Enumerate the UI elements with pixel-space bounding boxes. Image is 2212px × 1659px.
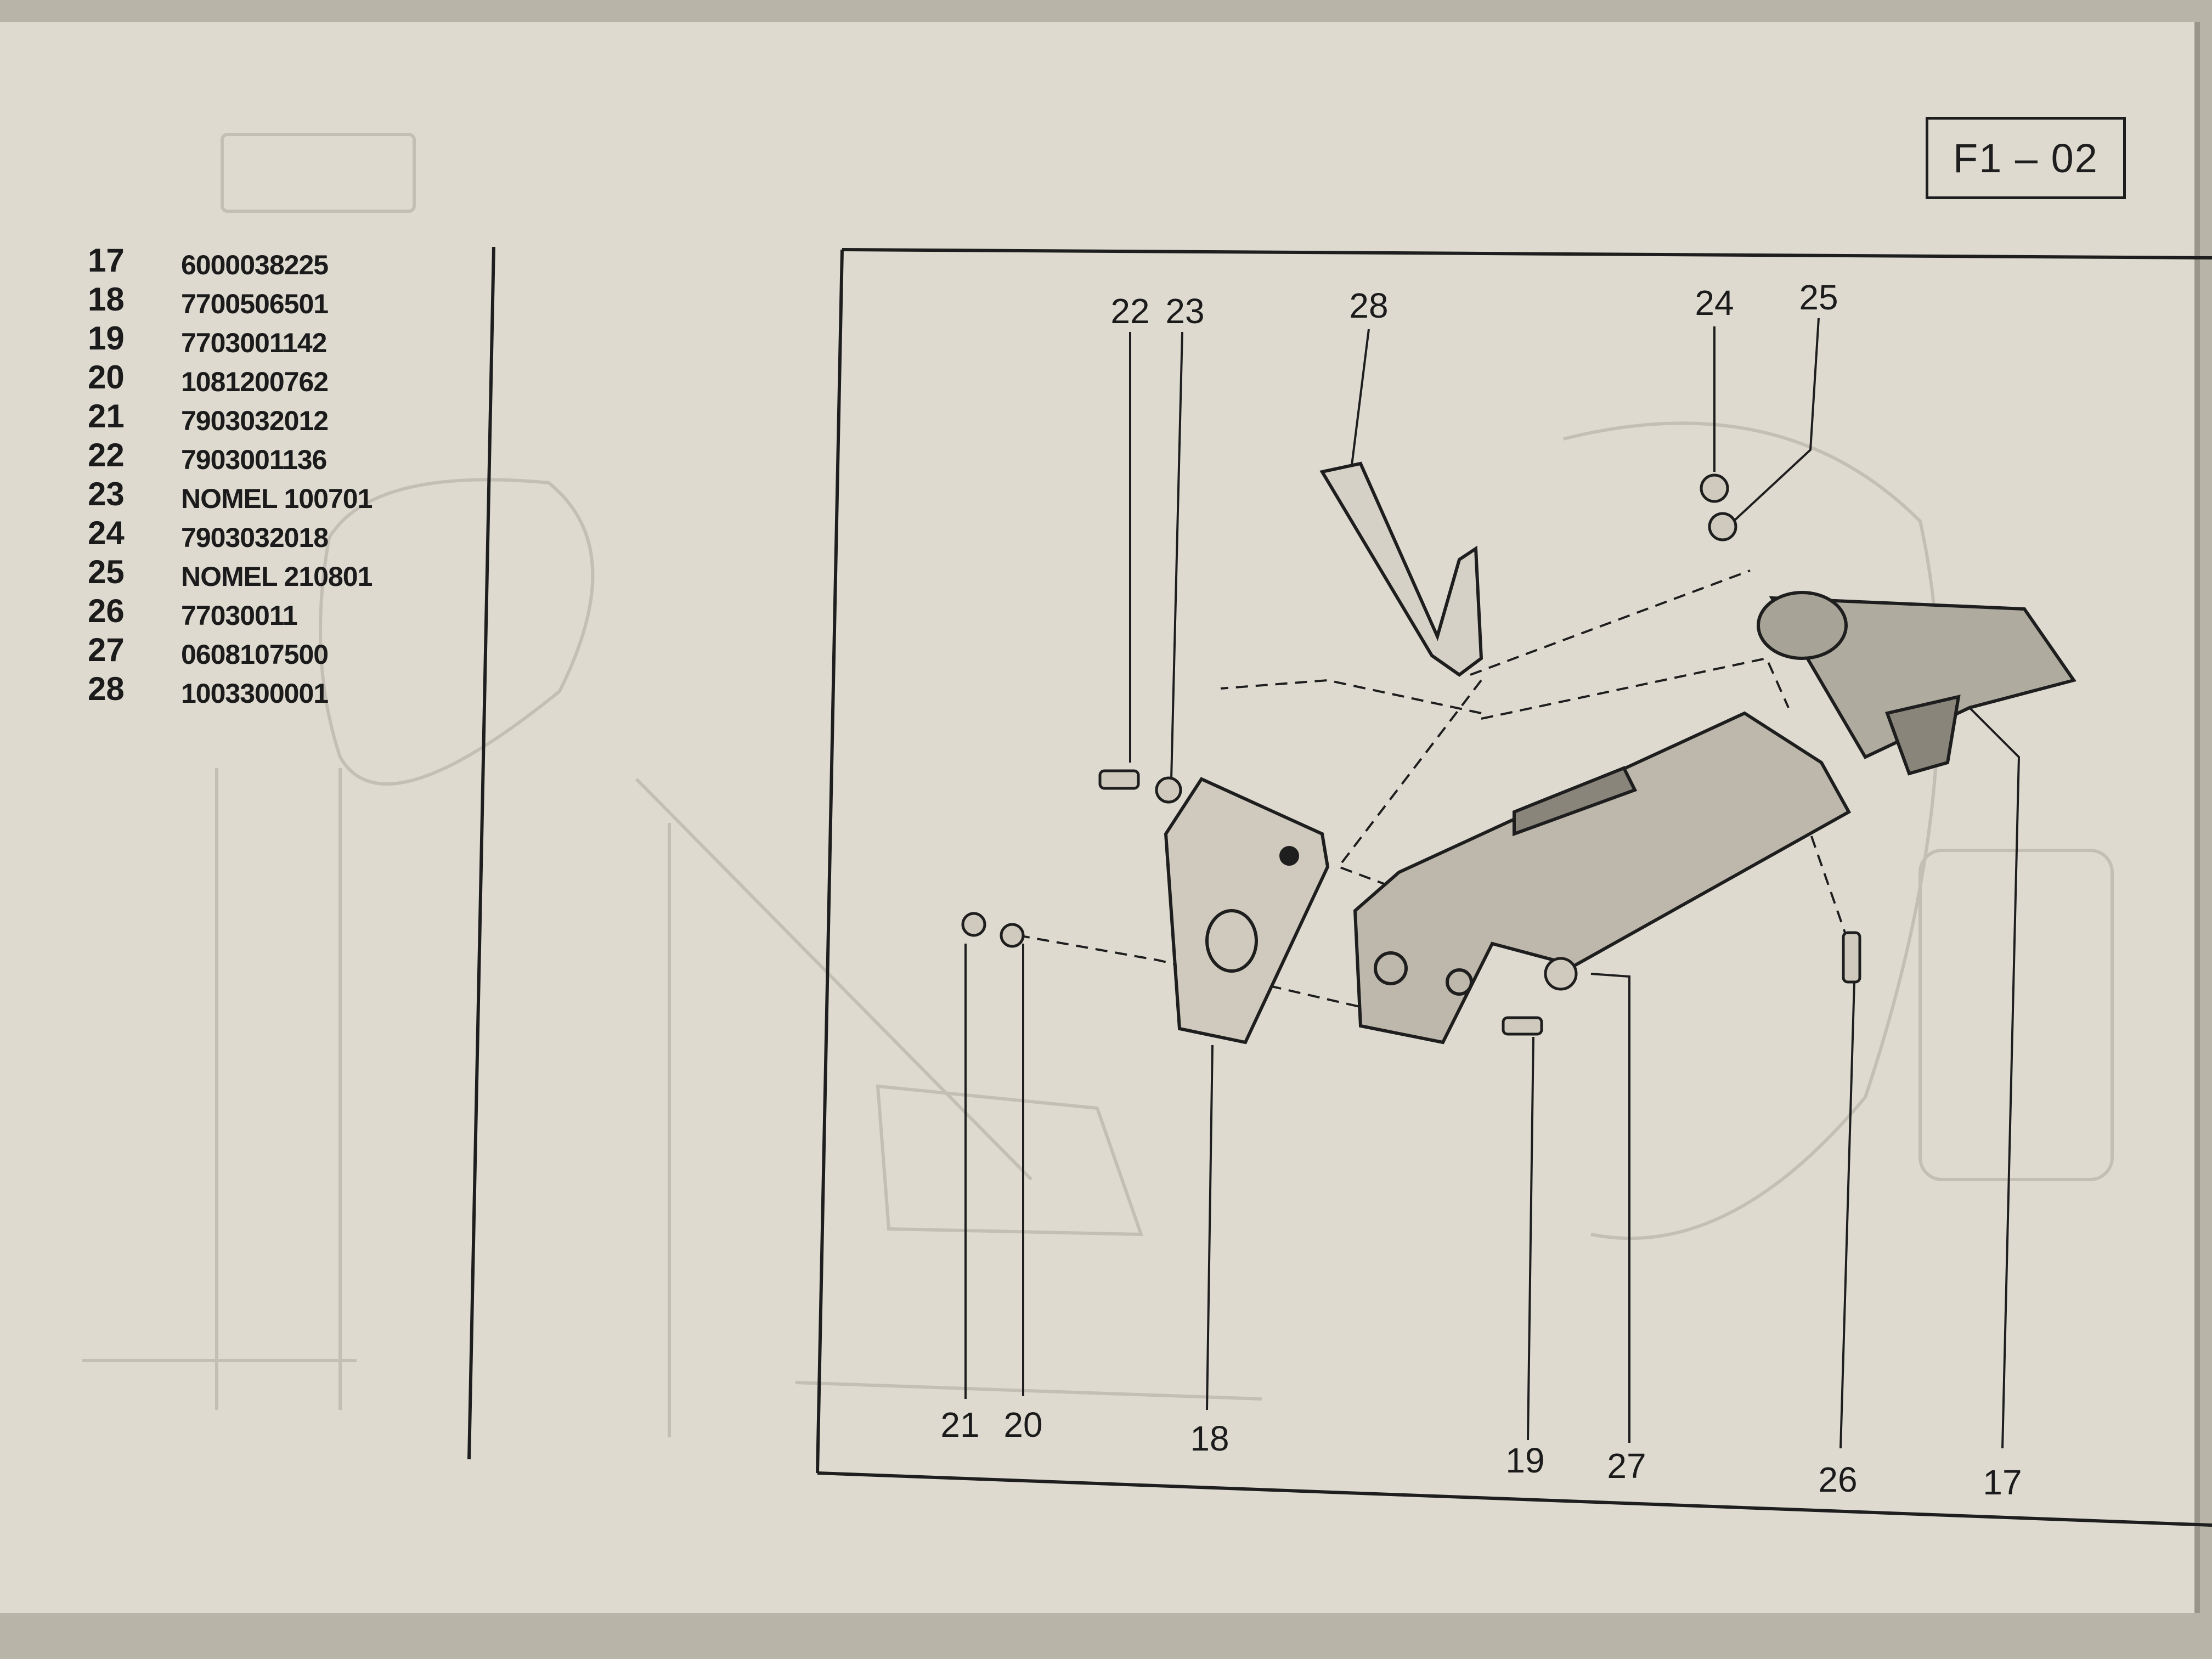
part-row: 24 7903032018 bbox=[88, 514, 395, 553]
part-row: 21 7903032012 bbox=[88, 397, 395, 436]
part-reference: NOMEL 210801 bbox=[181, 561, 373, 592]
part-row: 25 NOMEL 210801 bbox=[88, 553, 395, 592]
part-row: 19 7703001142 bbox=[88, 319, 395, 358]
column-support-17 bbox=[1353, 591, 2076, 1045]
section-code-box: F1 – 02 bbox=[1926, 117, 2126, 199]
part-number: 21 bbox=[88, 398, 125, 435]
callout-18: 18 bbox=[1190, 1419, 1229, 1458]
part-reference: 7703001142 bbox=[181, 328, 327, 358]
part-reference: 77030011 bbox=[181, 600, 298, 631]
part-row: 17 6000038225 bbox=[88, 241, 395, 280]
callout-28: 28 bbox=[1349, 286, 1389, 325]
part-number: 24 bbox=[88, 515, 125, 551]
callout-27: 27 bbox=[1607, 1446, 1646, 1486]
parts-list: 17 6000038225 18 7700506501 19 7703001142 2… bbox=[88, 241, 395, 709]
callout-26: 26 bbox=[1818, 1460, 1858, 1499]
part-number: 17 bbox=[88, 242, 125, 279]
part-row: 20 1081200762 bbox=[88, 358, 395, 397]
part-reference: 1081200762 bbox=[181, 366, 329, 397]
callout-20: 20 bbox=[1003, 1405, 1043, 1444]
callout-22: 22 bbox=[1110, 291, 1150, 331]
part-row: 28 1003300001 bbox=[88, 670, 395, 709]
part-reference: 7700506501 bbox=[181, 289, 329, 319]
part-number: 25 bbox=[88, 554, 125, 590]
part-reference: NOMEL 100701 bbox=[181, 483, 373, 514]
part-number: 27 bbox=[88, 631, 125, 668]
part-row: 18 7700506501 bbox=[88, 280, 395, 319]
part-reference: 6000038225 bbox=[181, 250, 329, 280]
fasteners bbox=[961, 473, 1861, 1036]
part-reference: 7903001136 bbox=[181, 444, 327, 475]
plate-18 bbox=[1164, 777, 1330, 1045]
part-row: 27 0608107500 bbox=[88, 631, 395, 670]
part-number: 22 bbox=[88, 437, 125, 473]
part-row: 23 NOMEL 100701 bbox=[88, 475, 395, 514]
callout-19: 19 bbox=[1505, 1441, 1545, 1480]
part-number: 20 bbox=[88, 359, 125, 396]
callout-24: 24 bbox=[1695, 283, 1734, 323]
part-reference: 7903032018 bbox=[181, 522, 329, 553]
callout-23: 23 bbox=[1165, 291, 1205, 331]
part-reference: 1003300001 bbox=[181, 678, 329, 709]
part-number: 23 bbox=[88, 476, 125, 512]
callout-17: 17 bbox=[1983, 1463, 2022, 1502]
part-number: 19 bbox=[88, 320, 125, 357]
callout-21: 21 bbox=[940, 1405, 980, 1444]
part-number: 28 bbox=[88, 670, 125, 707]
bracket-28 bbox=[1319, 461, 1483, 677]
part-number: 26 bbox=[88, 592, 125, 629]
part-row: 26 77030011 bbox=[88, 592, 395, 631]
part-reference: 7903032012 bbox=[181, 405, 329, 436]
diagram-frame bbox=[467, 246, 2212, 1527]
part-reference: 0608107500 bbox=[181, 639, 329, 670]
part-number: 18 bbox=[88, 281, 125, 318]
part-row: 22 7903001136 bbox=[88, 436, 395, 475]
callout-25: 25 bbox=[1799, 278, 1838, 317]
